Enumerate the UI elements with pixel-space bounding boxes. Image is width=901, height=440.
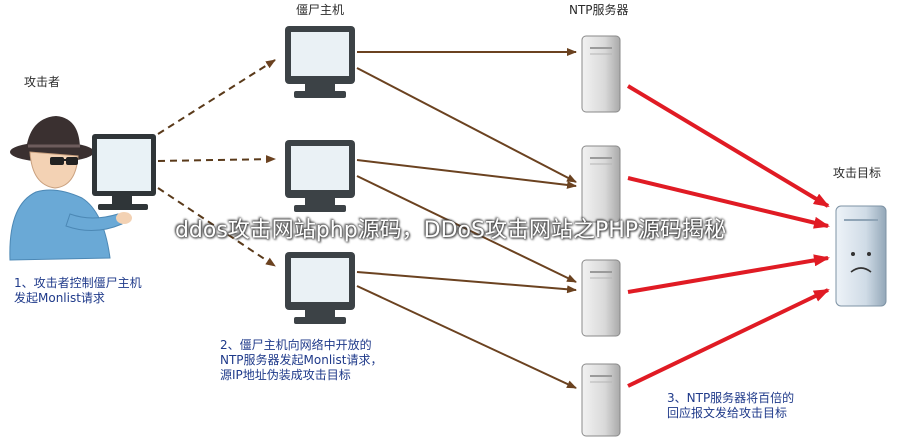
- step3-note: 3、NTP服务器将百倍的 回应报文发给攻击目标: [667, 391, 794, 421]
- step1-note: 1、攻击者控制僵尸主机 发起Monlist请求: [14, 276, 142, 306]
- ntp-servers-label: NTP服务器: [569, 3, 629, 17]
- ntp-server-2: [581, 145, 621, 223]
- ntp-server-4: [581, 363, 621, 437]
- request-arrow-3: [356, 159, 577, 189]
- step1-line-1: 1、攻击者控制僵尸主机: [14, 276, 142, 290]
- response-arrows: [626, 84, 830, 388]
- step2-note: 2、僵尸主机向网络中开放的 NTP服务器发起Monlist请求， 源IP地址伪装…: [220, 338, 382, 383]
- zombies-label: 僵尸主机: [296, 3, 345, 17]
- step2-line-1: 2、僵尸主机向网络中开放的: [220, 338, 372, 352]
- response-arrow-2: [627, 176, 830, 229]
- response-arrow-3: [627, 254, 830, 294]
- ntp-server-1: [581, 35, 621, 113]
- request-arrows: [356, 48, 577, 389]
- ntp-server-3: [581, 259, 621, 337]
- step3-line-1: 3、NTP服务器将百倍的: [667, 391, 795, 405]
- zombie-host-3: [285, 252, 355, 324]
- target-label: 攻击目标: [833, 166, 882, 180]
- step3-line-2: 回应报文发给攻击目标: [667, 406, 788, 420]
- response-arrow-4: [627, 288, 830, 388]
- step2-line-3: 源IP地址伪装成攻击目标: [220, 368, 351, 382]
- request-arrow-2: [356, 67, 577, 183]
- zombie-host-1: [285, 26, 355, 98]
- control-arrow-1: [157, 59, 276, 135]
- request-arrow-4: [356, 175, 577, 283]
- attacker-figure: [9, 116, 132, 261]
- zombie-host-2: [285, 140, 355, 212]
- response-arrow-1: [626, 84, 830, 208]
- step2-line-2: NTP服务器发起Monlist请求，: [220, 353, 383, 367]
- overlay-title: ddos攻击网站php源码，DDoS攻击网站之PHP源码揭秘: [174, 218, 727, 243]
- step1-line-2: 发起Monlist请求: [14, 291, 105, 305]
- request-arrow-6: [356, 285, 577, 389]
- target-server: [835, 205, 887, 307]
- attacker-monitor: [92, 134, 156, 210]
- request-arrow-5: [356, 271, 577, 294]
- attacker-label: 攻击者: [24, 75, 61, 89]
- control-arrow-2: [157, 155, 276, 164]
- control-arrows: [157, 59, 276, 267]
